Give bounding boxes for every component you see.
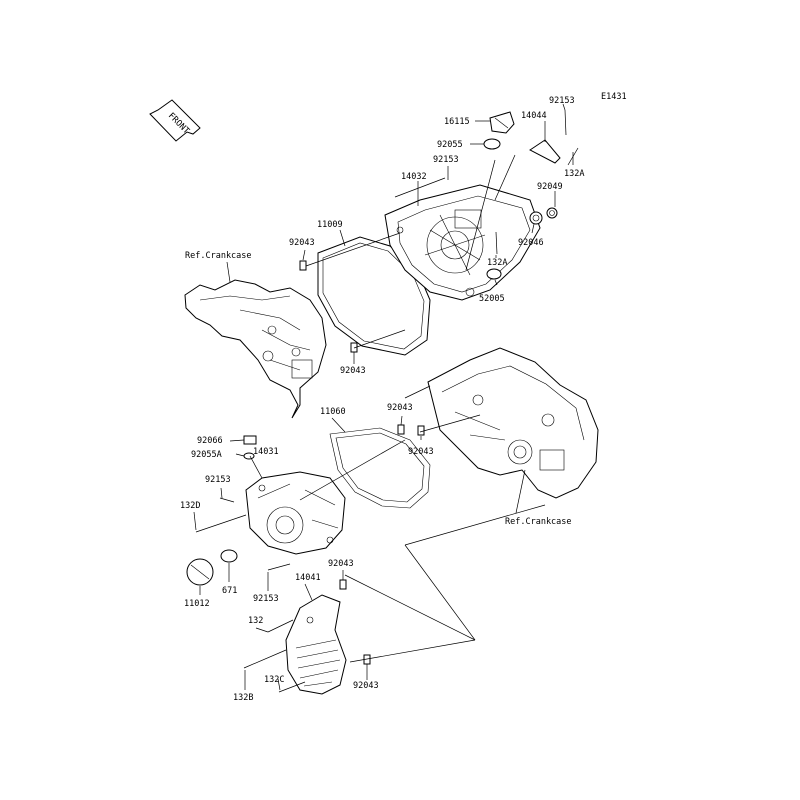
- callout-92153: 92153: [253, 594, 279, 604]
- callout-92153: 92153: [549, 96, 575, 106]
- crankcase-ref-lower: [427, 347, 599, 499]
- callout-92153: 92153: [205, 475, 231, 485]
- dowel-pin-92043-a: [299, 260, 307, 271]
- seal-92046: [529, 211, 543, 225]
- callout-16115: 16115: [444, 117, 470, 127]
- callout-132A: 132A: [487, 258, 507, 268]
- callout-132C: 132C: [264, 675, 284, 685]
- gasket-11060: [329, 427, 431, 509]
- callout-14031: 14031: [253, 447, 279, 457]
- callout-92049: 92049: [537, 182, 563, 192]
- bolt-132B: [243, 649, 287, 669]
- callout-14032: 14032: [401, 172, 427, 182]
- clutch-cover-14032: [384, 184, 541, 301]
- bolt-132C: [278, 681, 306, 693]
- callout-14044: 14044: [521, 111, 547, 121]
- callout-ref-crankcase: Ref.Crankcase: [505, 517, 572, 527]
- front-arrow-icon: FRONT: [149, 99, 201, 142]
- reference-lines: [299, 154, 546, 663]
- callout-132B: 132B: [233, 693, 253, 703]
- plate-14044: [529, 139, 561, 164]
- callout-92043: 92043: [340, 366, 366, 376]
- callout-92153: 92153: [433, 155, 459, 165]
- gasket-11009: [317, 236, 431, 356]
- callout-92043: 92043: [289, 238, 315, 248]
- callout-132D: 132D: [180, 501, 200, 511]
- callout-11012: 11012: [184, 599, 210, 609]
- plug-92066: [243, 435, 257, 445]
- cap-11012: [186, 558, 214, 586]
- o-ring-92055: [483, 138, 501, 150]
- dowel-pin-92043-c: [397, 424, 405, 435]
- callout-11009: 11009: [317, 220, 343, 230]
- callout-92043: 92043: [387, 403, 413, 413]
- callout-92043: 92043: [328, 559, 354, 569]
- sprocket-cover-14041: [285, 594, 347, 695]
- crankcase-ref-upper: [184, 261, 327, 419]
- callout-92055: 92055: [437, 140, 463, 150]
- bolt-92153-top: [564, 109, 567, 136]
- callout-132A: 132A: [564, 169, 584, 179]
- bolt-92153-gen: [219, 497, 235, 503]
- generator-cover-14031: [245, 471, 346, 555]
- callout-ref-crankcase: Ref.Crankcase: [185, 251, 252, 261]
- diagram-code: E1431: [601, 92, 627, 102]
- callout-14041: 14041: [295, 573, 321, 583]
- callout-132: 132: [248, 616, 263, 626]
- bolt-92153-mid: [394, 177, 446, 198]
- callout-11060: 11060: [320, 407, 346, 417]
- bolt-132D: [195, 514, 247, 533]
- callout-92046: 92046: [518, 238, 544, 248]
- seal-52005: [486, 268, 502, 280]
- callout-52005: 52005: [479, 294, 505, 304]
- seal-92049: [546, 207, 558, 219]
- callout-92043: 92043: [408, 447, 434, 457]
- dowel-pin-92043-d: [417, 425, 425, 436]
- oil-cap-16115: [489, 111, 515, 134]
- bolt-132A-mid: [495, 231, 498, 255]
- bolt-92153-low: [267, 563, 291, 571]
- callout-92055A: 92055A: [191, 450, 222, 460]
- o-ring-671: [220, 549, 238, 563]
- callout-92066: 92066: [197, 436, 223, 446]
- leader-lines: [193, 103, 574, 691]
- callout-671: 671: [222, 586, 237, 596]
- callout-92043: 92043: [353, 681, 379, 691]
- bolt-132: [267, 619, 294, 633]
- dowel-pin-92043-e: [339, 579, 347, 590]
